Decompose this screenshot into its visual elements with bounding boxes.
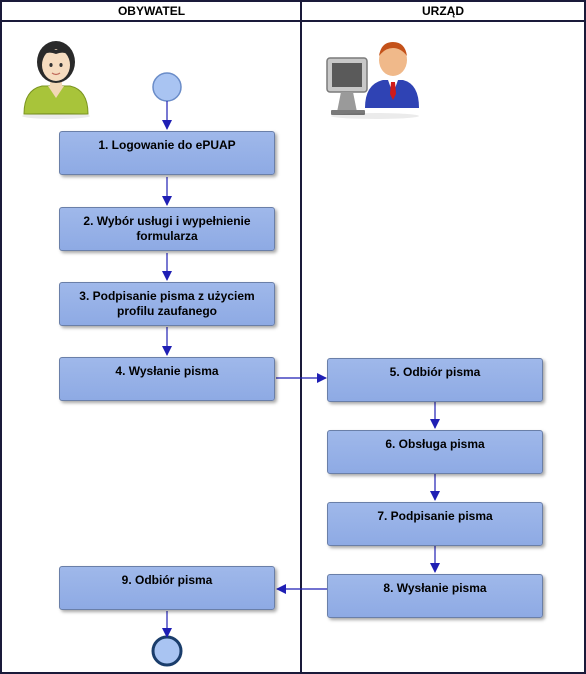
start-event: [152, 72, 182, 102]
step-6-handle-letter: 6. Obsługa pisma: [327, 430, 543, 474]
step-1-login: 1. Logowanie do ePUAP: [59, 131, 275, 175]
female-user-icon: [22, 41, 90, 119]
step-3-sign-trusted-profile: 3. Podpisanie pisma z użyciem profilu za…: [59, 282, 275, 326]
step-9-receive-letter: 9. Odbiór pisma: [59, 566, 275, 610]
step-4-send-letter: 4. Wysłanie pisma: [59, 357, 275, 401]
step-7-sign-letter: 7. Podpisanie pisma: [327, 502, 543, 546]
clerk-at-computer-icon: [326, 42, 419, 119]
step-8-send-letter: 8. Wysłanie pisma: [327, 574, 543, 618]
lane-header-office: URZĄD: [422, 4, 464, 18]
end-event: [151, 635, 183, 667]
step-2-select-service: 2. Wybór usługi i wypełnienie formularza: [59, 207, 275, 251]
step-5-receive-letter: 5. Odbiór pisma: [327, 358, 543, 402]
lane-header-citizen: OBYWATEL: [117, 4, 186, 18]
